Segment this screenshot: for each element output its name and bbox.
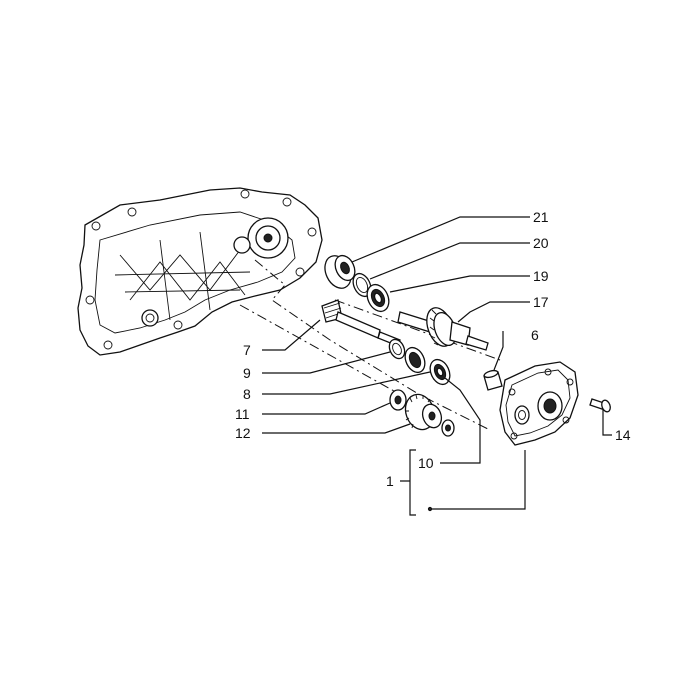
leader-10	[440, 377, 481, 464]
callout-9: 9	[243, 365, 251, 381]
part-8-bearing	[404, 346, 426, 374]
callout-1: 1	[386, 473, 394, 489]
callout-8: 8	[243, 386, 251, 402]
callout-14: 14	[615, 427, 631, 443]
part-8b-bearing	[429, 358, 451, 386]
axis-line-lower	[239, 304, 411, 401]
leader-11	[262, 402, 391, 415]
callout-10: 10	[418, 455, 434, 471]
leader-6	[493, 331, 504, 371]
callout-20: 20	[533, 235, 549, 251]
part-7-primary-shaft	[321, 299, 401, 347]
leader-19	[389, 275, 530, 293]
callout-17: 17	[533, 294, 549, 310]
callout-21: 21	[533, 209, 549, 225]
leader-8	[262, 371, 431, 395]
part-14-bolt	[589, 398, 611, 413]
part-21-bearing	[324, 254, 356, 289]
part-11-bushing	[389, 389, 407, 411]
part-6-dowel-pin	[483, 369, 503, 391]
leader-17	[457, 301, 530, 323]
leader-1-cover	[430, 450, 526, 510]
callout-19: 19	[533, 268, 549, 284]
crankcase-half	[77, 187, 323, 356]
leader-14	[602, 410, 612, 436]
transmission-cover	[499, 361, 579, 446]
part-9-circlip	[388, 338, 406, 360]
leader-20	[369, 242, 530, 280]
leader-1-dot	[427, 506, 433, 512]
callout-11: 11	[235, 406, 250, 422]
axis-line-upper	[254, 259, 491, 431]
callout-12: 12	[235, 425, 251, 441]
part-12-intermediate-gear	[404, 393, 455, 437]
leader-21	[351, 216, 530, 263]
callout-7: 7	[243, 342, 251, 358]
part-19-bearing	[366, 283, 390, 313]
leader-12	[262, 423, 411, 434]
group-bracket-1	[400, 449, 416, 516]
leader-9	[262, 351, 391, 374]
part-17-gear-shaft	[397, 307, 489, 351]
leader-7	[262, 319, 321, 351]
callout-6: 6	[531, 327, 539, 343]
axis-line-shaft	[334, 299, 501, 361]
